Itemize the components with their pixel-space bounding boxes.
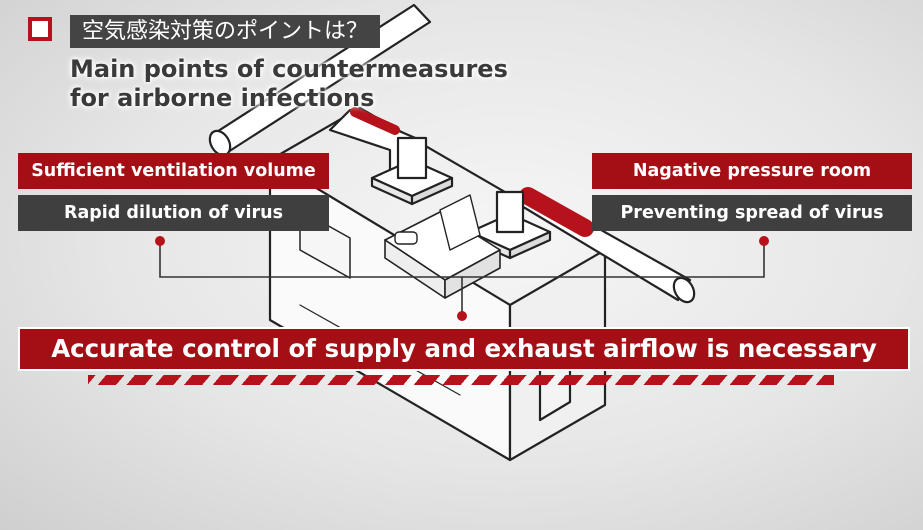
ventilation-volume-label: Sufficient ventilation volume [18, 153, 329, 189]
airflow-control-banner: Accurate control of supply and exhaust a… [18, 327, 910, 371]
english-title: Main points of countermeasures for airbo… [70, 55, 508, 113]
english-title-line1: Main points of countermeasures [70, 55, 508, 83]
spread-prevention-label: Preventing spread of virus [592, 195, 912, 231]
japanese-title: 空気感染対策のポイントは？ [70, 15, 381, 48]
center-connector-dot [457, 311, 467, 321]
virus-dilution-label: Rapid dilution of virus [18, 195, 329, 231]
negative-pressure-label: Nagative pressure room [592, 153, 912, 189]
right-connector-line [462, 241, 765, 278]
title-marker-square [28, 17, 52, 41]
left-connector-line [159, 241, 463, 316]
hazard-stripe [88, 375, 834, 385]
left-connector-dot [155, 236, 165, 246]
english-title-line2: for airborne infections [70, 84, 375, 112]
right-connector-dot [759, 236, 769, 246]
